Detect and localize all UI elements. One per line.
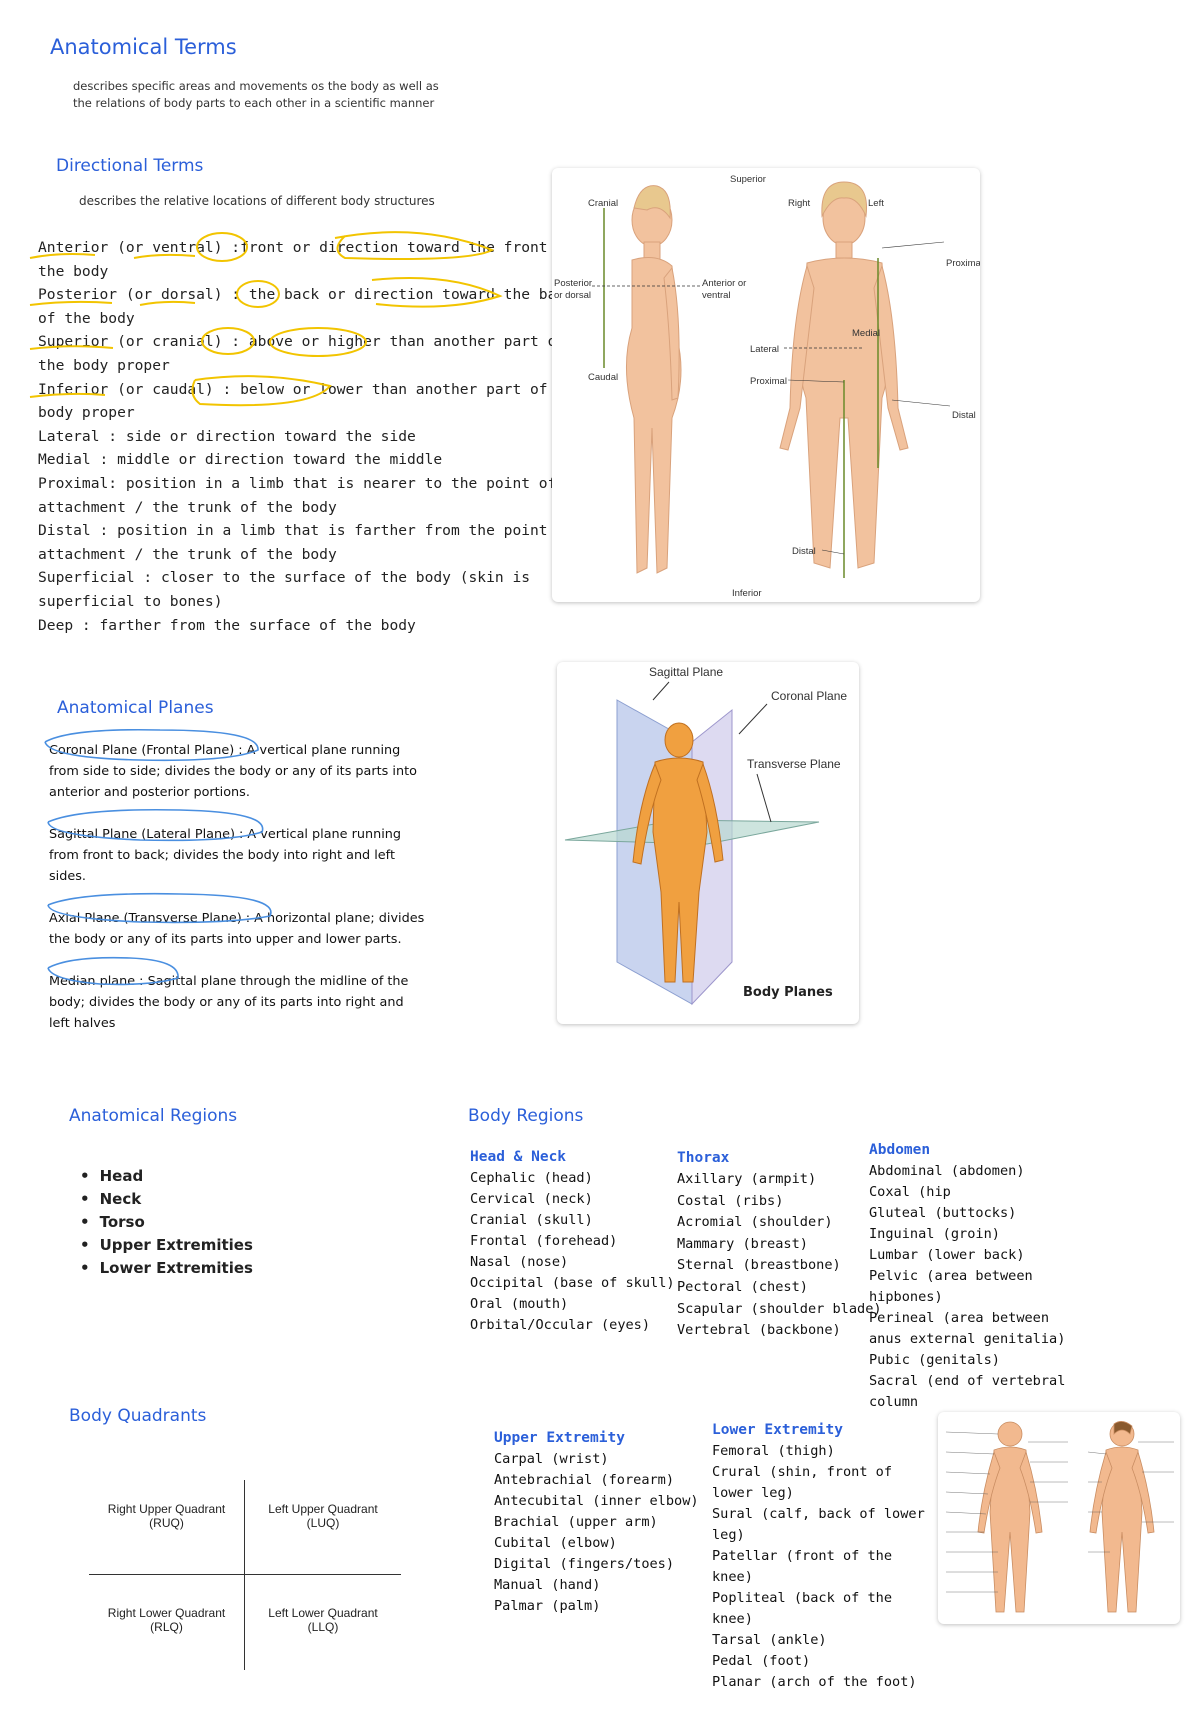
dir-line: Posterior (or dorsal) : the back or dire… bbox=[38, 286, 574, 304]
dir-line: the body bbox=[38, 262, 109, 280]
abdomen-title: Abdomen bbox=[869, 1142, 931, 1158]
label-inferior: Inferior bbox=[732, 588, 762, 599]
head-neck-column: Head & Neck Cephalic (head) Cervical (ne… bbox=[470, 1149, 675, 1333]
anatomical-regions-heading: Anatomical Regions bbox=[69, 1106, 238, 1126]
intro-line-2: the relations of body parts to each othe… bbox=[73, 96, 435, 110]
dir-line: attachment / the trunk of the body bbox=[38, 498, 337, 516]
region-item: Neck bbox=[98, 1188, 253, 1211]
dir-line: Medial : middle or direction toward the … bbox=[38, 451, 443, 469]
plane-coronal: Coronal Plane (Frontal Plane) : A vertic… bbox=[49, 743, 417, 800]
page-title: Anatomical Terms bbox=[50, 35, 237, 59]
label-posterior-2: or dorsal bbox=[554, 290, 591, 301]
highlight-annotations bbox=[29, 231, 503, 407]
upper-extremity-column: Upper Extremity Carpal (wrist) Antebrach… bbox=[494, 1430, 699, 1614]
anatomical-planes-heading: Anatomical Planes bbox=[57, 698, 214, 718]
figure-caption: Body Planes bbox=[743, 985, 833, 1000]
label-superior: Superior bbox=[730, 174, 766, 185]
label-right: Right bbox=[788, 198, 811, 209]
label-lateral: Lateral bbox=[750, 344, 779, 355]
abdomen-column: Abdomen Abdominal (abdomen) Coxal (hip G… bbox=[869, 1142, 1066, 1410]
region-item: Torso bbox=[98, 1211, 253, 1234]
body-regions-figure bbox=[938, 1412, 1180, 1624]
label-proximal: Proximal bbox=[750, 376, 787, 387]
directional-terms-heading: Directional Terms bbox=[56, 156, 204, 176]
quadrant-rlq: Right Lower Quadrant(RLQ) bbox=[107, 1606, 226, 1634]
label-distal-bottom: Distal bbox=[792, 546, 816, 557]
region-item: Lower Extremities bbox=[98, 1257, 253, 1280]
dir-line: body proper bbox=[38, 404, 135, 422]
upper-extremity-title: Upper Extremity bbox=[494, 1430, 625, 1446]
lower-extremity-title: Lower Extremity bbox=[712, 1422, 843, 1438]
label-proximal-top: Proximal bbox=[946, 258, 980, 269]
horizontal-divider bbox=[89, 1574, 401, 1575]
label-coronal-plane: Coronal Plane bbox=[771, 689, 847, 703]
label-transverse-plane: Transverse Plane bbox=[747, 757, 841, 771]
region-item: Upper Extremities bbox=[98, 1234, 253, 1257]
anterior-body bbox=[977, 1421, 1043, 1613]
body-regions-svg bbox=[945, 1421, 1174, 1613]
head-neck-title: Head & Neck bbox=[470, 1149, 567, 1165]
regions-list: Head Neck Torso Upper Extremities Lower … bbox=[70, 1165, 253, 1280]
dir-line: of the body bbox=[38, 309, 135, 327]
dir-line: attachment / the trunk of the body bbox=[38, 545, 337, 563]
body-planes-figure: Sagittal Plane Coronal Plane Transverse … bbox=[557, 662, 859, 1024]
intro-text: describes specific areas and movements o… bbox=[73, 78, 439, 112]
label-left: Left bbox=[868, 198, 884, 209]
quadrant-luq: Left Upper Quadrant(LUQ) bbox=[268, 1502, 378, 1530]
directional-terms-list: Anterior (or ventral) :front or directio… bbox=[38, 236, 583, 637]
planes-list: Coronal Plane (Frontal Plane) : A vertic… bbox=[49, 740, 469, 1055]
directional-figure-svg: Superior Right Left Cranial Proximal Pos… bbox=[554, 174, 980, 599]
quadrant-ruq: Right Upper Quadrant(RUQ) bbox=[107, 1502, 226, 1530]
posterior-body bbox=[1089, 1421, 1155, 1613]
plane-circle-annotations bbox=[44, 728, 272, 986]
intro-line-1: describes specific areas and movements o… bbox=[73, 79, 439, 93]
directional-terms-figure: Superior Right Left Cranial Proximal Pos… bbox=[552, 168, 980, 602]
vertical-divider bbox=[244, 1480, 245, 1670]
label-sagittal-plane: Sagittal Plane bbox=[649, 665, 723, 679]
dir-line: Distal : position in a limb that is fart… bbox=[38, 522, 574, 540]
human-figure bbox=[632, 722, 724, 983]
dir-line: Deep : farther from the surface of the b… bbox=[38, 616, 416, 634]
dir-line: Superficial : closer to the surface of t… bbox=[38, 569, 531, 587]
label-distal-side: Distal bbox=[952, 410, 976, 421]
dir-line: Proximal: position in a limb that is nea… bbox=[38, 474, 557, 492]
dir-line: Inferior (or caudal) : below or lower th… bbox=[38, 380, 583, 398]
label-cranial: Cranial bbox=[588, 198, 618, 209]
plane-median: Median plane : Sagittal plane through th… bbox=[49, 974, 409, 1031]
dir-line: Anterior (or ventral) :front or directio… bbox=[38, 239, 574, 256]
thorax-title: Thorax bbox=[677, 1150, 730, 1166]
lower-extremity-column: Lower Extremity Femoral (thigh) Crural (… bbox=[712, 1422, 925, 1690]
thorax-column: Thorax Axillary (armpit) Costal (ribs) A… bbox=[677, 1150, 882, 1339]
body-quadrants-heading: Body Quadrants bbox=[69, 1406, 207, 1426]
label-anterior-2: ventral bbox=[702, 290, 731, 301]
region-item: Head bbox=[98, 1165, 253, 1188]
body-planes-svg: Sagittal Plane Coronal Plane Transverse … bbox=[564, 665, 847, 1006]
side-body-illustration bbox=[626, 185, 682, 574]
plane-sagittal: Sagittal Plane (Lateral Plane) : A verti… bbox=[49, 827, 401, 884]
directional-terms-desc: describes the relative locations of diff… bbox=[79, 194, 435, 208]
dir-line: the body proper bbox=[38, 356, 170, 374]
quadrant-llq: Left Lower Quadrant(LLQ) bbox=[268, 1606, 378, 1634]
dir-line: superficial to bones) bbox=[38, 592, 223, 610]
leader-lines bbox=[945, 1431, 1174, 1593]
label-medial: Medial bbox=[852, 328, 880, 339]
body-regions-heading: Body Regions bbox=[468, 1106, 584, 1126]
label-posterior: Posterior bbox=[554, 278, 592, 289]
label-anterior: Anterior or bbox=[702, 278, 746, 289]
dir-line: Superior (or cranial) : above or higher … bbox=[38, 333, 566, 351]
dir-line: Lateral : side or direction toward the s… bbox=[38, 427, 416, 445]
quadrant-diagram: Right Upper Quadrant(RUQ) Left Upper Qua… bbox=[89, 1480, 401, 1670]
label-caudal: Caudal bbox=[588, 372, 618, 383]
